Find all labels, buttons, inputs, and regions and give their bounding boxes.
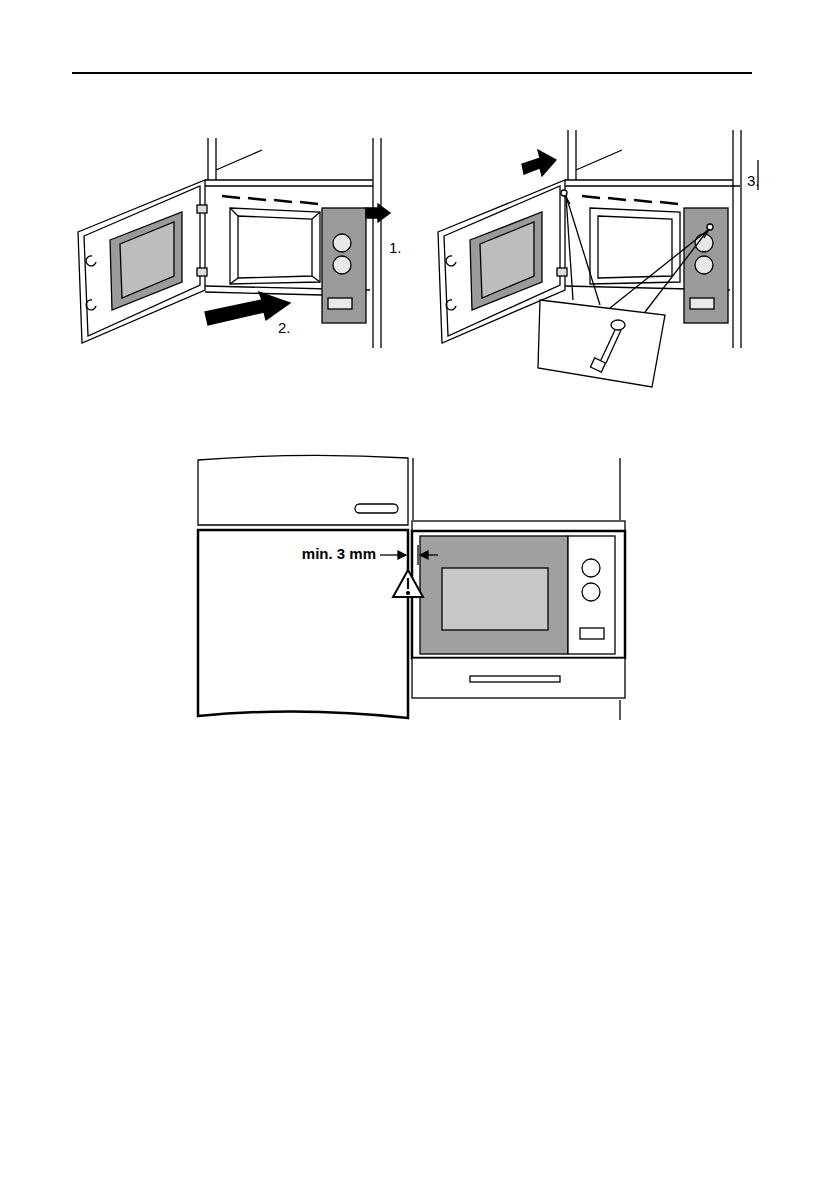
microwave-insert-figure	[78, 138, 390, 348]
microwave-screw-figure	[438, 130, 758, 387]
header-rule	[72, 72, 752, 74]
dimension-label: min. 3 mm	[302, 546, 376, 563]
clearance-figure	[198, 455, 625, 720]
step-number: 1.	[389, 240, 402, 257]
step-number: 3.	[747, 173, 760, 190]
step-number: 2.	[278, 320, 291, 337]
